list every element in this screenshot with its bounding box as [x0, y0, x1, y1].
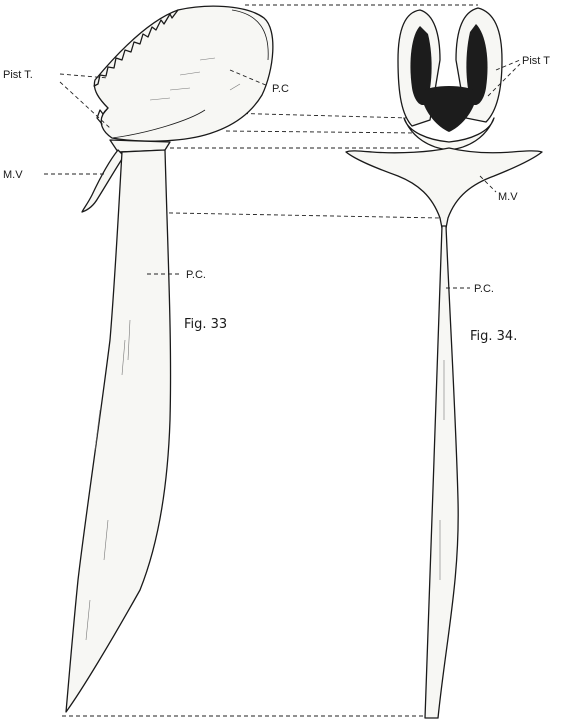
fig34-center-cavity — [420, 86, 478, 132]
fig34-pc-label: P.C. — [474, 283, 494, 295]
fig34-stalk — [425, 226, 458, 718]
fig34-caption: Fig. 34. — [470, 329, 517, 344]
fig33-caption: Fig. 33 — [184, 317, 227, 332]
fig33-pc-upper-label: P.C — [272, 83, 289, 95]
fig33-spur — [82, 150, 124, 212]
figure-34 — [346, 8, 542, 718]
fig33-mv-label: M.V — [3, 169, 23, 181]
figure-33 — [66, 6, 273, 712]
fig33-pist-t-label: Pist T. — [3, 69, 33, 81]
fig34-pist-t-label: Pist T — [522, 55, 550, 67]
fig33-pc-lower-label: P.C. — [186, 269, 206, 281]
fig33-blade — [66, 150, 171, 712]
fig34-wings — [346, 148, 542, 228]
fig34-mv-label: M.V — [498, 191, 518, 203]
fig33-pistil-head — [94, 6, 273, 141]
